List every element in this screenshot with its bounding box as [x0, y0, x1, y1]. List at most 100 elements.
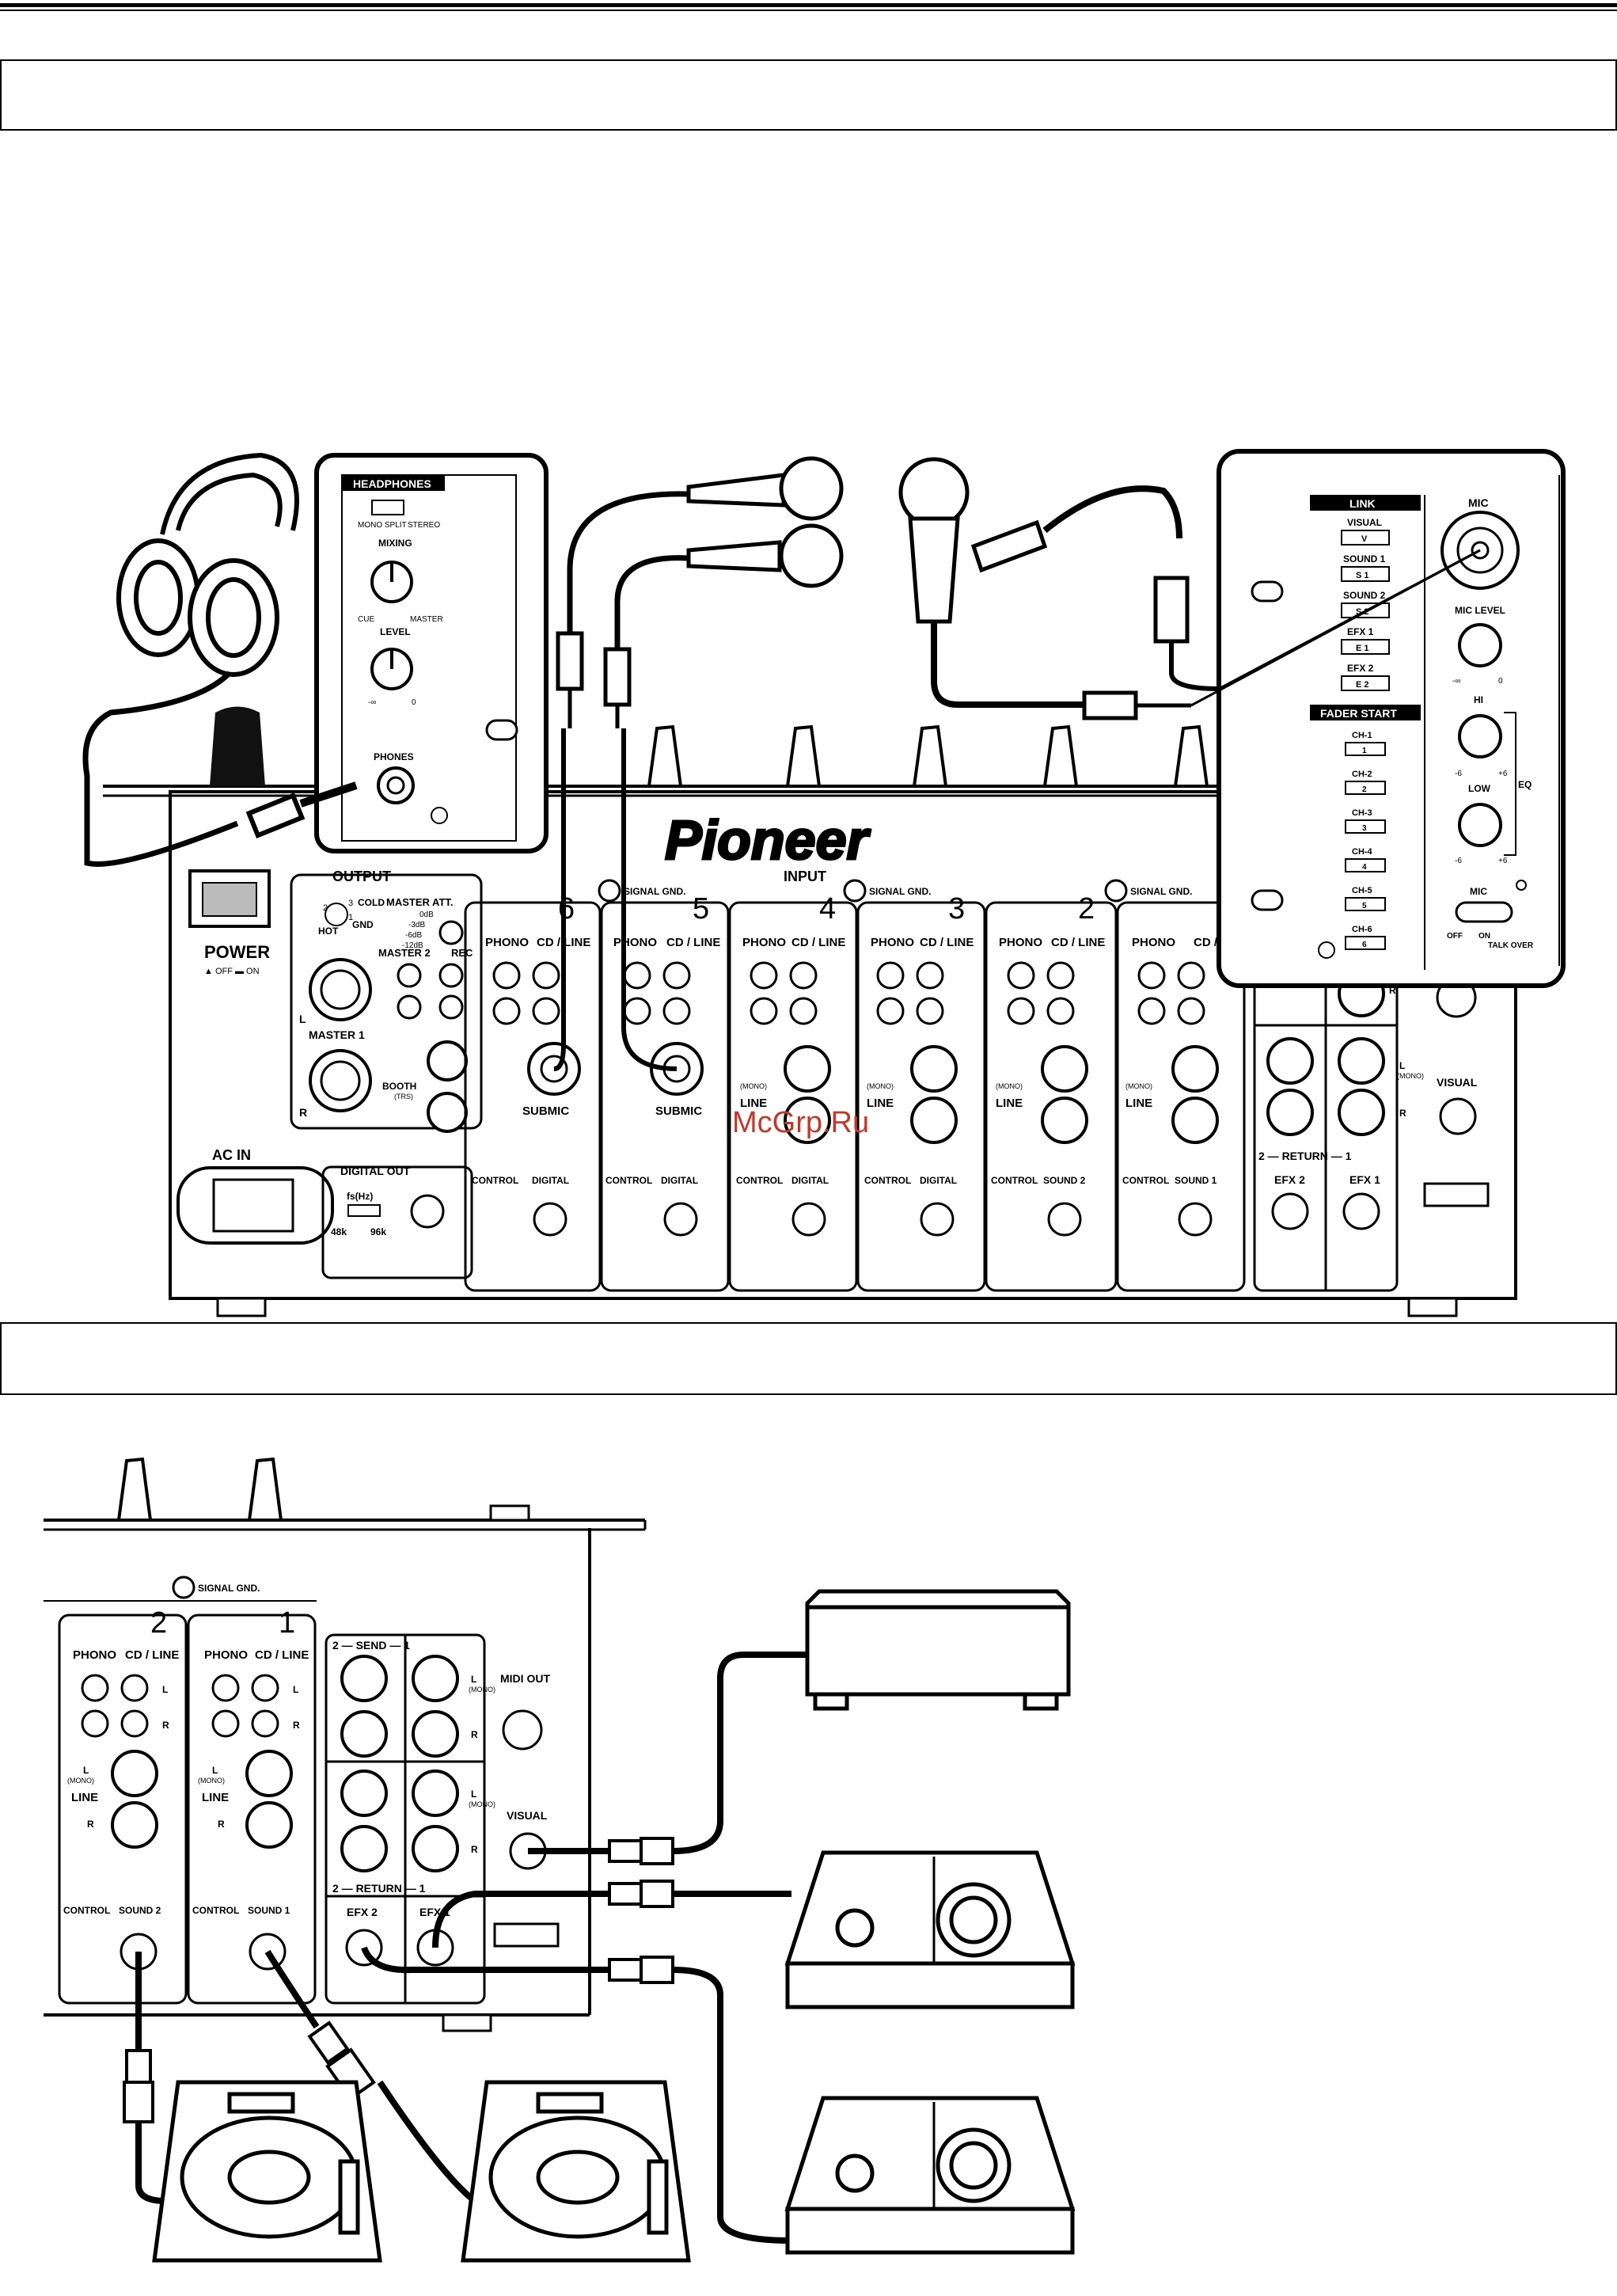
- visual-jack[interactable]: [1439, 1097, 1477, 1135]
- xlr-pin-3: 3: [348, 899, 353, 908]
- fader-knobs: [647, 724, 1209, 788]
- fader-start-ch3-button[interactable]: [1345, 819, 1386, 834]
- channel-2-sound2-jack[interactable]: [1047, 1202, 1082, 1237]
- fig2-channel-2-line-l-jack[interactable]: [111, 1750, 158, 1797]
- channel-5-digital-jack[interactable]: [663, 1202, 698, 1237]
- svg-text:PHONO: PHONO: [204, 1648, 248, 1662]
- svg-text:L: L: [471, 1674, 476, 1685]
- channel-4-rca-jacks[interactable]: [750, 961, 818, 1025]
- channel-4-digital-jack[interactable]: [791, 1202, 826, 1237]
- visual-device: [805, 1589, 1071, 1711]
- fig2-midi-out-jack[interactable]: [502, 1709, 543, 1751]
- send-jacks[interactable]: [340, 1655, 459, 1758]
- link-header: LINK: [1349, 497, 1376, 510]
- svg-text:CD / LINE: CD / LINE: [1051, 936, 1105, 949]
- svg-text:TALK OVER: TALK OVER: [1488, 941, 1534, 950]
- power-label: POWER: [204, 942, 270, 962]
- svg-text:CONTROL: CONTROL: [991, 1175, 1038, 1186]
- channel-4-line-l-jack[interactable]: [784, 1045, 831, 1093]
- svg-text:EQ: EQ: [1518, 779, 1532, 790]
- channel-2-line-r-jack[interactable]: [1041, 1097, 1088, 1144]
- fig2-channel-1-line-l-jack[interactable]: [245, 1750, 293, 1797]
- svg-text:(MONO): (MONO): [1397, 1072, 1424, 1080]
- watermark: McGrp.Ru: [732, 1106, 869, 1139]
- link-efx1-indicator: [1341, 639, 1390, 655]
- booth-r-jack[interactable]: [427, 1092, 468, 1133]
- channel-2-line-l-jack[interactable]: [1041, 1045, 1088, 1093]
- channel-3-line-r-jack[interactable]: [910, 1097, 958, 1144]
- link-efx2-indicator: [1341, 675, 1390, 691]
- svg-text:CD / LINE: CD / LINE: [920, 936, 974, 949]
- fader-start-ch1-button[interactable]: [1345, 742, 1386, 756]
- channel-3-rca-jacks[interactable]: [876, 961, 944, 1025]
- channel-1-line-r-jack[interactable]: [1171, 1097, 1219, 1144]
- master2-rec-jacks[interactable]: [397, 963, 464, 1020]
- channel-6-digital-jack[interactable]: [533, 1202, 567, 1237]
- mono-split-switch[interactable]: [371, 500, 404, 515]
- svg-text:CH-4: CH-4: [1352, 847, 1373, 857]
- fig2-return-label: 2 — RETURN — 1: [332, 1882, 426, 1895]
- link-sound1-indicator: [1341, 566, 1390, 582]
- channel-1-rca-jacks[interactable]: [1137, 961, 1205, 1025]
- return-jacks[interactable]: [340, 1770, 459, 1872]
- master-att-knob[interactable]: [438, 920, 464, 945]
- mic-level-knob[interactable]: [1458, 623, 1502, 667]
- channel-3-digital-jack[interactable]: [920, 1202, 955, 1237]
- fs-switch[interactable]: [347, 1204, 381, 1217]
- fig2-channel-2-line-r-jack[interactable]: [111, 1801, 158, 1849]
- mic-talkover-switch[interactable]: [1455, 901, 1513, 923]
- fig2-usb-connector[interactable]: [493, 1922, 560, 1948]
- fader-start-ch2-button[interactable]: [1345, 781, 1386, 795]
- svg-text:CD / LINE: CD / LINE: [125, 1648, 179, 1662]
- att-12db: -12dB: [402, 941, 423, 950]
- ac-in-label: AC IN: [212, 1147, 251, 1163]
- channel-2-rca-jacks[interactable]: [1007, 961, 1075, 1025]
- digital-out-jack[interactable]: [410, 1194, 445, 1229]
- svg-text:LINE: LINE: [202, 1791, 229, 1804]
- usb-connector[interactable]: [1423, 1182, 1490, 1207]
- svg-text:EFX 2: EFX 2: [1274, 1173, 1305, 1186]
- channel-3-line-l-jack[interactable]: [910, 1045, 958, 1093]
- svg-text:-6: -6: [1455, 770, 1462, 778]
- channel-1-line-l-jack[interactable]: [1171, 1045, 1219, 1093]
- fig2-channel-1-line-r-jack[interactable]: [245, 1801, 293, 1849]
- fader-start-ch5-button[interactable]: [1345, 897, 1386, 911]
- svg-text:CD / LINE: CD / LINE: [666, 936, 720, 949]
- gnd-label: GND: [352, 919, 374, 930]
- svg-text:CH-5: CH-5: [1352, 886, 1372, 895]
- cold-label: COLD: [358, 897, 385, 908]
- mic-label: MIC: [1468, 496, 1489, 509]
- efx2-jack[interactable]: [1271, 1192, 1309, 1230]
- channel-6-rca-jacks[interactable]: [492, 961, 560, 1025]
- mic-eq-hi-knob[interactable]: [1458, 714, 1502, 758]
- hot-label: HOT: [318, 926, 339, 937]
- svg-text:R: R: [471, 1729, 478, 1740]
- fig2-channel-1-rca-jacks[interactable]: [211, 1674, 279, 1738]
- svg-text:CH-3: CH-3: [1352, 808, 1372, 818]
- fader-start-ch6-button[interactable]: [1345, 936, 1386, 950]
- svg-text:L: L: [83, 1765, 89, 1776]
- svg-text:CH-2: CH-2: [1352, 770, 1372, 779]
- svg-text:(MONO): (MONO): [469, 1800, 495, 1808]
- svg-text:+6: +6: [1498, 770, 1508, 778]
- svg-text:V: V: [1361, 534, 1368, 544]
- master2-label: MASTER 2: [378, 947, 431, 959]
- booth-l-jack[interactable]: [427, 1040, 468, 1081]
- output-section: [290, 873, 483, 1130]
- svg-text:CD / LINE: CD / LINE: [791, 936, 845, 949]
- master1-label: MASTER 1: [309, 1028, 365, 1041]
- svg-text:SOUND 1: SOUND 1: [1175, 1175, 1217, 1186]
- channel-4-line-r-jack[interactable]: [784, 1097, 831, 1144]
- signal-gnd-terminal[interactable]: [172, 1576, 195, 1599]
- svg-text:VISUAL: VISUAL: [1437, 1076, 1478, 1089]
- channel-1-sound1-jack[interactable]: [1178, 1202, 1213, 1237]
- fig2-channel-2-rca-jacks[interactable]: [81, 1674, 149, 1738]
- mixer-foot-right: [1407, 1297, 1458, 1317]
- svg-text:L: L: [471, 1789, 476, 1800]
- figure-sound-efx-visual-connection: SIGNAL GND. 2 PHONO CD / LINE L R L (MON…: [44, 1457, 1076, 2263]
- efx1-jack[interactable]: [1342, 1192, 1380, 1230]
- svg-text:MIC LEVEL: MIC LEVEL: [1455, 605, 1505, 616]
- fader-start-ch4-button[interactable]: [1345, 858, 1386, 872]
- channel-5-rca-jacks[interactable]: [623, 961, 691, 1025]
- mic-eq-low-knob[interactable]: [1458, 803, 1502, 847]
